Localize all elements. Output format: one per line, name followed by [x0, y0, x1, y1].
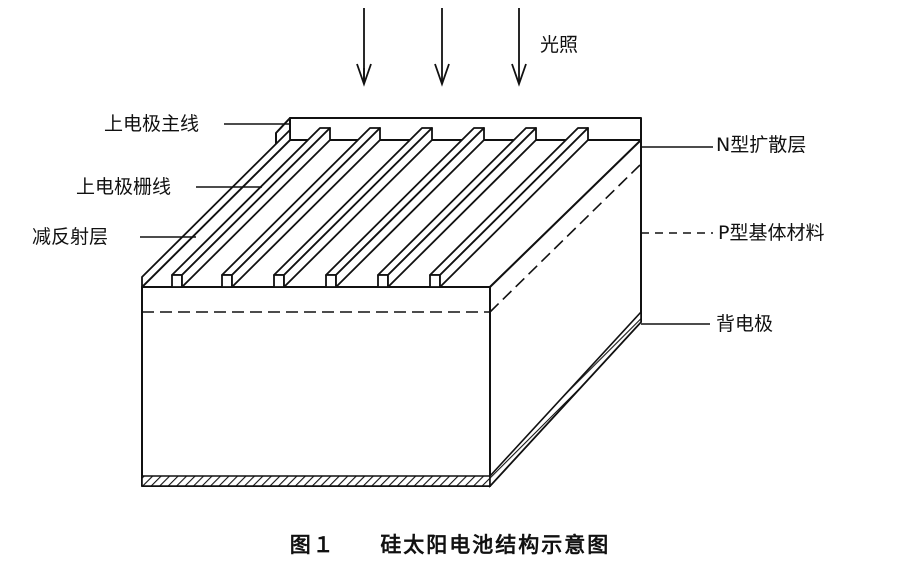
- label-top-electrode-grid: 上电极栅线: [76, 176, 172, 198]
- top-electrode-grid-lines: [141, 127, 589, 288]
- light-arrow-head: [511, 63, 527, 87]
- leader-lines: [140, 123, 713, 325]
- figure-caption: 图１ 硅太阳电池结构示意图: [0, 529, 900, 559]
- light-arrow-head: [356, 63, 372, 87]
- label-light: 光照: [540, 34, 579, 56]
- label-back-electrode: 背电极: [716, 313, 774, 335]
- label-n-diffusion: N型扩散层: [716, 134, 807, 156]
- label-top-electrode-bus: 上电极主线: [104, 113, 200, 135]
- grid-finger-front: [377, 274, 389, 288]
- figure-title: 硅太阳电池结构示意图: [380, 532, 611, 557]
- grid-finger-front: [429, 274, 441, 288]
- light-arrow-head: [434, 63, 450, 87]
- grid-finger-side: [439, 127, 589, 288]
- grid-finger-side: [335, 127, 485, 288]
- grid-finger-front: [325, 274, 337, 288]
- n-layer-boundary: [142, 163, 642, 313]
- figure-number: 图１: [289, 532, 336, 557]
- grid-finger-front: [221, 274, 233, 288]
- grid-finger-side: [283, 127, 433, 288]
- grid-finger-front: [273, 274, 285, 288]
- label-anti-reflection: 减反射层: [32, 226, 109, 248]
- back-electrode-layer: [141, 309, 642, 489]
- cell-block: [141, 139, 642, 487]
- grid-finger-side: [181, 127, 331, 288]
- grid-finger-front: [171, 274, 183, 288]
- label-p-base: P型基体材料: [718, 222, 825, 244]
- cell-front-face: [141, 286, 491, 487]
- light-arrows: [356, 8, 527, 87]
- grid-finger-side: [387, 127, 537, 288]
- grid-finger-edge: [141, 129, 291, 288]
- grid-finger-side: [231, 127, 381, 288]
